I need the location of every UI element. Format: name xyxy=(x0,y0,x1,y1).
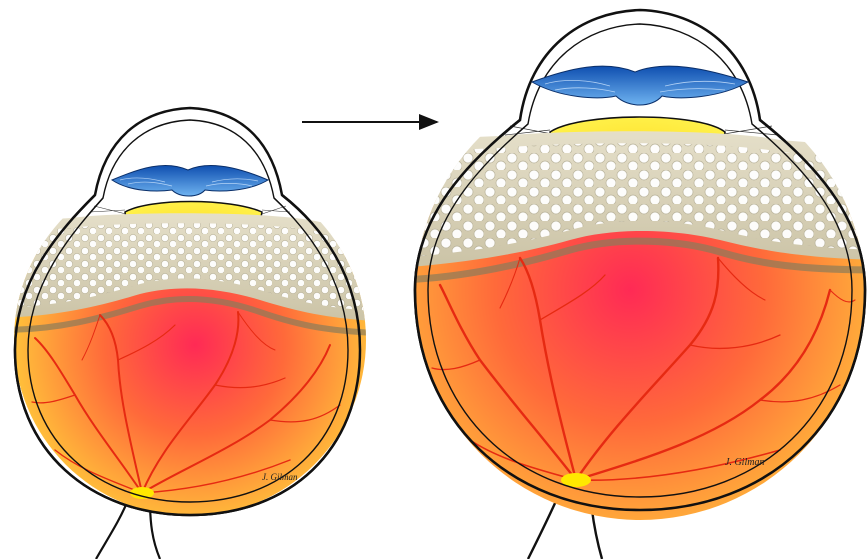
right-eye: J. Gilman xyxy=(400,10,868,559)
left-signature: J. Gilman xyxy=(262,472,298,482)
right-signature: J. Gilman xyxy=(725,457,764,468)
left-eye: J. Gilman xyxy=(0,108,400,559)
left-optic-disc xyxy=(130,487,154,499)
